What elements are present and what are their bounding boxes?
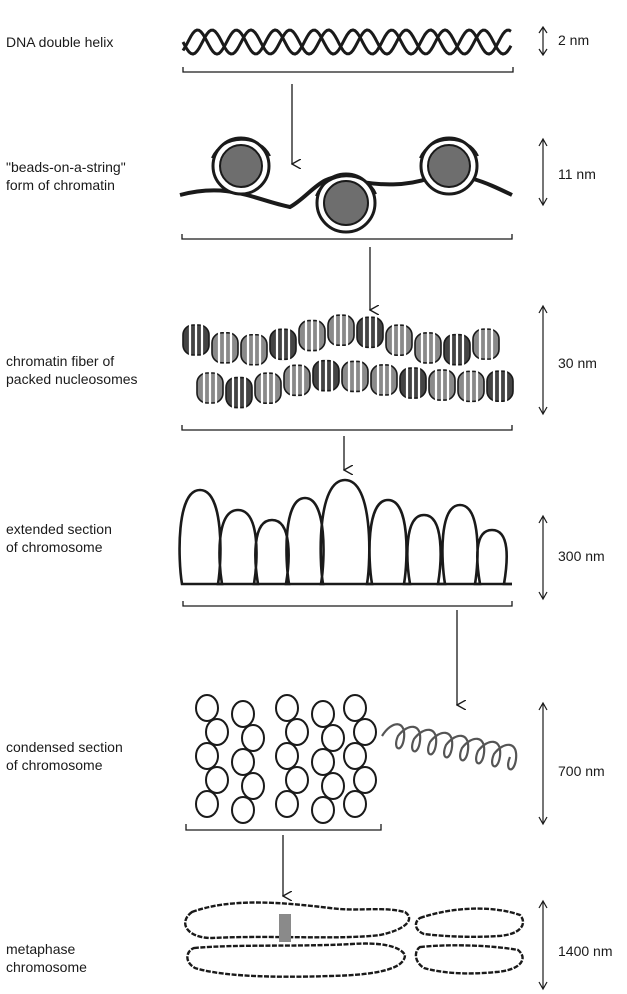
scale-bar-1400nm — [539, 901, 547, 989]
scale-bar-30nm — [539, 306, 547, 414]
chromatin-loop — [312, 797, 334, 823]
bracket-extended — [183, 601, 512, 606]
extended-section — [180, 480, 512, 584]
packed-nucleosome — [429, 369, 455, 401]
chromatin-loop — [312, 749, 334, 775]
packed-nucleosome — [415, 332, 441, 364]
packed-nucleosome — [444, 334, 470, 366]
metaphase-chromosome — [185, 903, 523, 977]
packed-nucleosome — [386, 324, 412, 356]
packed-nucleosome — [313, 360, 339, 392]
chromatin-loop — [276, 695, 298, 721]
chromatin-loop — [322, 725, 344, 751]
bracket-dna — [183, 67, 513, 72]
chromatin-loop — [242, 773, 264, 799]
dna-double-helix — [183, 30, 511, 54]
scale-bar-300nm — [539, 516, 547, 599]
packed-nucleosome — [473, 328, 499, 360]
chromatin-loop — [276, 791, 298, 817]
chromatin-loop — [344, 743, 366, 769]
chromatin-loop — [232, 701, 254, 727]
packed-nucleosome — [197, 372, 223, 404]
chromatin-loop — [286, 719, 308, 745]
chromatin-fiber — [183, 314, 513, 408]
packed-nucleosome — [342, 360, 368, 392]
chromatin-loop — [196, 791, 218, 817]
chromatin-loop — [206, 767, 228, 793]
bracket-fiber — [182, 425, 512, 430]
packed-nucleosome — [255, 372, 281, 404]
nucleosome-bead — [212, 138, 270, 194]
beads-on-a-string — [180, 138, 512, 232]
condensed-section — [196, 695, 516, 823]
chromatin-loop — [276, 743, 298, 769]
packed-nucleosome — [371, 364, 397, 396]
chromatin-loop — [286, 767, 308, 793]
scale-bar-11nm — [539, 139, 547, 205]
packed-nucleosome — [284, 364, 310, 396]
packed-nucleosome — [400, 367, 426, 399]
chromatin-loop — [232, 749, 254, 775]
scale-bar-700nm — [539, 703, 547, 824]
packed-nucleosome — [183, 324, 209, 356]
chromatin-loop — [196, 695, 218, 721]
chromatin-loop — [242, 725, 264, 751]
chromatin-loop — [312, 701, 334, 727]
bracket-condensed — [186, 824, 381, 830]
centromere-shading — [279, 914, 291, 942]
chromatin-loop — [344, 791, 366, 817]
packed-nucleosome — [299, 320, 325, 352]
packed-nucleosome — [241, 334, 267, 366]
packed-nucleosome — [357, 316, 383, 348]
chromatin-loop — [354, 719, 376, 745]
chromatin-loop — [232, 797, 254, 823]
packed-nucleosome — [487, 370, 513, 402]
chromatin-loop — [206, 719, 228, 745]
packed-nucleosome — [226, 377, 252, 409]
chromatin-loop — [344, 695, 366, 721]
nucleosome-bead — [420, 138, 478, 194]
chromatin-loop — [354, 767, 376, 793]
bracket-beads — [182, 234, 512, 239]
nucleosome-bead — [316, 174, 376, 232]
chromatin-loop — [322, 773, 344, 799]
scale-bar-2nm — [539, 27, 547, 55]
packed-nucleosome — [458, 370, 484, 402]
packed-nucleosome — [212, 332, 238, 364]
packed-nucleosome — [328, 314, 354, 346]
chromatin-loop — [196, 743, 218, 769]
packed-nucleosome — [270, 328, 296, 360]
